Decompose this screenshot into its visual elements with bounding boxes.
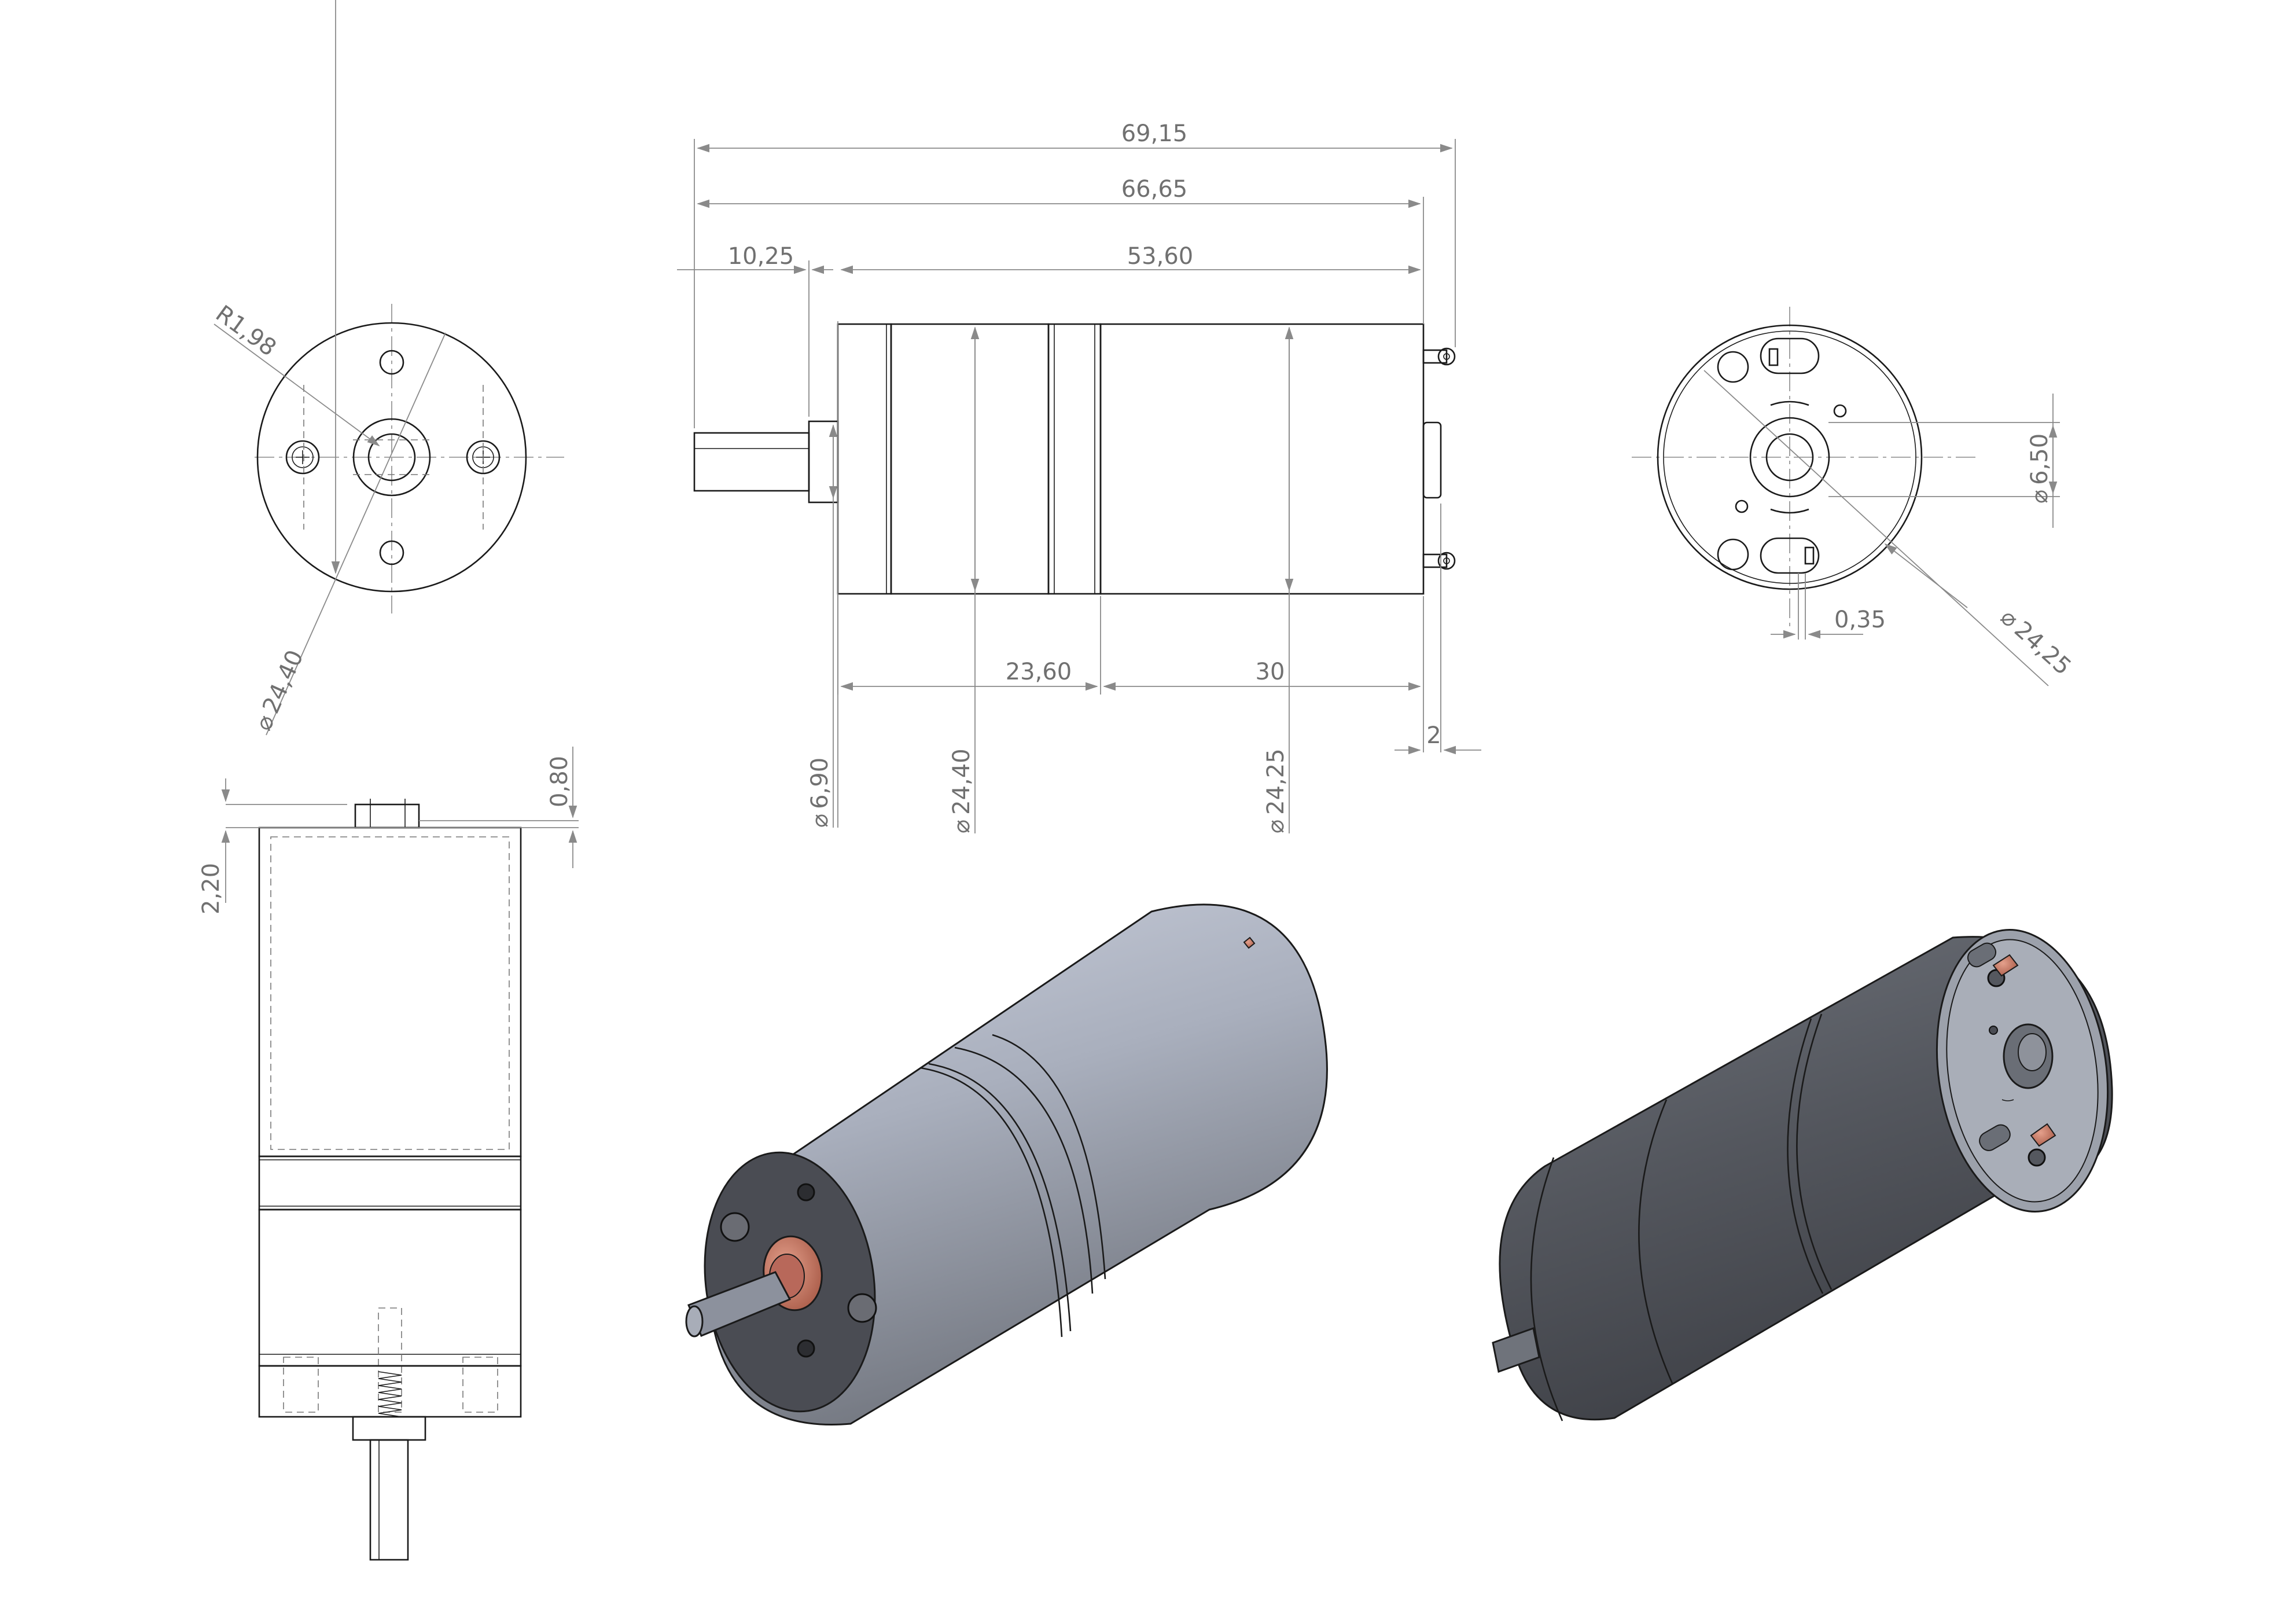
front-screw-left [285, 440, 320, 475]
iso2-terminal-top [1992, 954, 2019, 977]
iso1-screw-left [720, 1212, 750, 1242]
dim-rear-offset: 0,35 [1834, 607, 1886, 633]
terminal-tab-bottom [1422, 552, 1456, 570]
dim-can-diameter: ⌀24,25 [1263, 748, 1289, 833]
front-hole-top [379, 350, 404, 375]
dim-terminal-offset: 2 [1426, 722, 1441, 749]
rear-slot-bottom [1760, 537, 1820, 574]
dim-hole-radius: R1,98 [211, 300, 281, 362]
iso1-hole-top [797, 1183, 815, 1202]
dim-gearbox-length: 23,60 [1006, 659, 1072, 685]
iso2-shaft [1492, 1327, 1540, 1373]
front-shaft [367, 433, 416, 482]
rear-inner-ring [1663, 330, 1916, 584]
side-terminal-left [354, 803, 420, 829]
side-coupling [258, 1155, 522, 1211]
front-hole-bottom [379, 540, 404, 565]
end-cap-bump [1422, 421, 1442, 499]
isometric-view-rear [1492, 929, 2113, 1421]
front-bushing-outer [352, 418, 431, 497]
gearbox-coupling [1047, 323, 1102, 595]
iso1-screw-right [847, 1293, 877, 1323]
dim-gearbox-diameter: ⌀24,40 [948, 748, 975, 833]
rear-slot-top [1760, 337, 1820, 374]
side-vertical-view: 2,20 0,80 [198, 747, 579, 1561]
front-outline [256, 322, 527, 593]
iso2-terminal-bottom [2030, 1123, 2056, 1147]
terminal-tab-top [1422, 347, 1456, 366]
side-output-shaft [369, 1439, 409, 1561]
dim-cap-height: 2,20 [198, 863, 225, 914]
rear-bushing-outer [1749, 417, 1830, 498]
rear-bushing-inner [1765, 433, 1814, 482]
dim-can-length: 30 [1256, 659, 1285, 685]
side-can [258, 826, 522, 1158]
side-gearbox [258, 1208, 522, 1367]
isometric-view-front [685, 903, 1328, 1425]
gearbox-body [837, 323, 892, 595]
output-shaft [693, 432, 810, 492]
dim-front-diameter: ⌀24,40 [250, 646, 309, 734]
iso2-slot-bottom [1979, 1124, 2011, 1151]
iso2-slot-top [1967, 942, 1997, 968]
dim-shaft-diameter: ⌀6,90 [807, 758, 833, 828]
iso1-hole-bottom [797, 1339, 815, 1358]
side-gear-teeth [378, 1371, 402, 1417]
side-shaft [352, 1416, 426, 1441]
rear-outline [1657, 324, 1923, 590]
gearbox-ring [890, 323, 1050, 595]
dim-rear-diameter: ⌀24,25 [1995, 604, 2076, 680]
motor-can [1099, 323, 1425, 595]
iso1-terminal [1243, 936, 1256, 949]
front-end-view: R1,98 ⌀24,40 [211, 0, 564, 736]
iso2-hole-bottom [2028, 1148, 2046, 1167]
side-gear-stack [378, 1307, 402, 1413]
dim-shaft-length: 10,25 [728, 243, 794, 270]
dim-motor-length: 53,60 [1127, 243, 1194, 270]
rear-hole-bottom-left [1717, 538, 1749, 571]
top-elevation-view: 69,15 66,65 10,25 53,60 23,60 30 2 ⌀6,90… [677, 120, 1481, 833]
rear-end-view: ⌀6,50 0,35 ⌀24,25 [1632, 307, 2076, 686]
dim-body-length: 66,65 [1121, 176, 1188, 203]
dim-overall-length: 69,15 [1121, 120, 1188, 147]
dim-bushing-diameter: ⌀6,50 [2026, 433, 2053, 504]
dim-terminal-height: 0,80 [546, 756, 573, 807]
rear-hole-top-left [1717, 351, 1749, 383]
